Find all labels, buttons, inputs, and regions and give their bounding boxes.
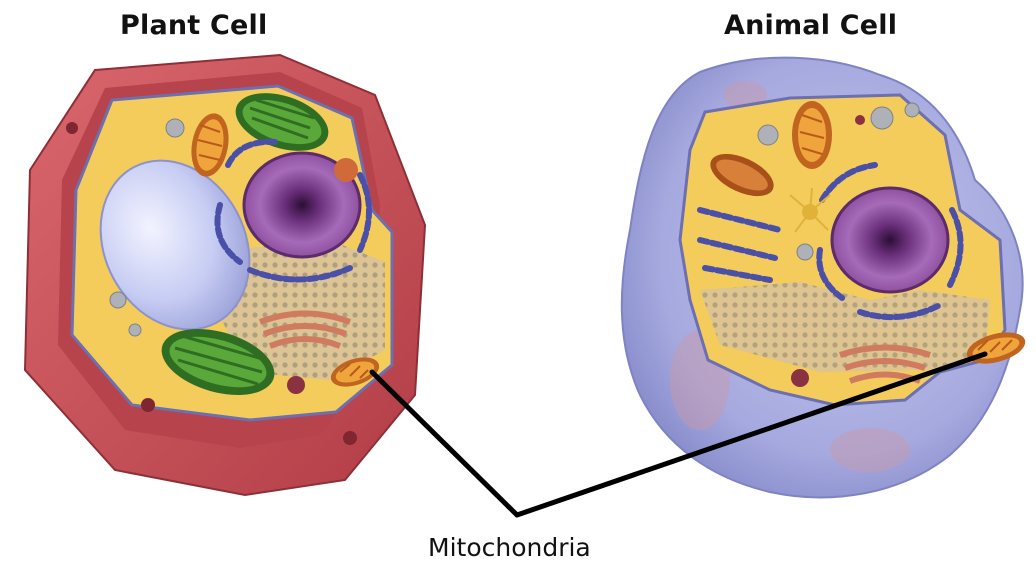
- animal-membrane-blob: [830, 428, 910, 472]
- plant-vesicle: [129, 324, 141, 336]
- plant-vesicle: [166, 119, 184, 137]
- plant-wall-pore: [141, 398, 155, 412]
- animal-vesicle: [791, 369, 809, 387]
- plant-vesicle: [287, 376, 305, 394]
- plant-vesicle: [110, 292, 126, 308]
- animal-vesicle: [905, 103, 919, 117]
- mitochondria-label: Mitochondria: [428, 533, 591, 562]
- plant-vesicle: [334, 158, 358, 182]
- animal-vesicle: [797, 244, 813, 260]
- animal-mitochondrion-top: [792, 101, 832, 169]
- plant-wall-pore: [66, 122, 78, 134]
- animal-nucleus: [832, 188, 948, 292]
- animal-cell-illustration: [622, 58, 1029, 498]
- animal-vesicle: [855, 115, 865, 125]
- plant-wall-pore: [343, 431, 357, 445]
- pointer-line-plant: [372, 372, 517, 515]
- plant-cell-illustration: [25, 55, 425, 495]
- animal-vesicle: [758, 125, 778, 145]
- animal-vesicle: [871, 107, 893, 129]
